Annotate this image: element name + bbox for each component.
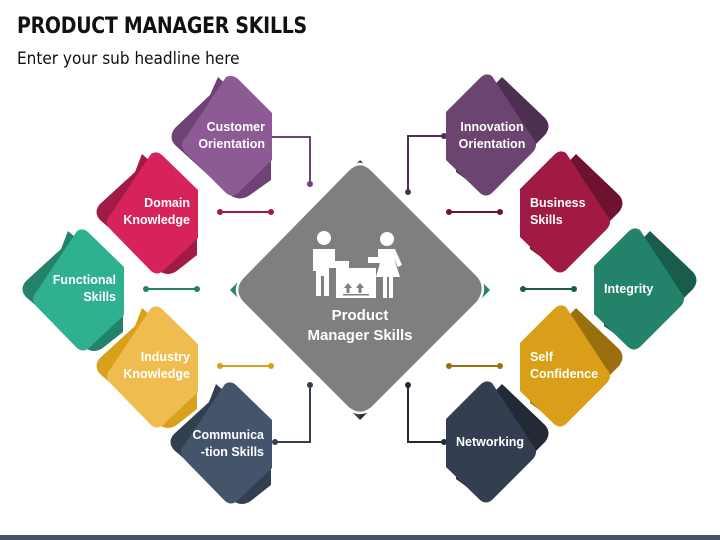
label-line1: Customer bbox=[206, 120, 265, 134]
skill-diamond-integrity[interactable] bbox=[594, 228, 697, 350]
label-line2: Orientation bbox=[458, 137, 526, 151]
label-line1: Innovation bbox=[460, 120, 524, 134]
label-functional-skills: Functional Skills bbox=[30, 272, 116, 306]
page-subtitle: Enter your sub headline here bbox=[17, 49, 240, 69]
skill-diamond-business-skills[interactable] bbox=[520, 151, 623, 273]
label-line2: Orientation bbox=[198, 137, 265, 151]
label-line1: Integrity bbox=[604, 282, 654, 296]
skill-diamond-industry-knowledge[interactable] bbox=[96, 306, 199, 428]
label-line1: Networking bbox=[456, 435, 525, 449]
label-line2: Knowledge bbox=[123, 367, 190, 381]
label-line2: -tion Skills bbox=[200, 445, 264, 459]
label-line1: Self bbox=[530, 350, 553, 364]
label-line2: Confidence bbox=[530, 367, 599, 381]
center-label-line1: Product bbox=[331, 307, 389, 324]
center-label-line2: Manager Skills bbox=[307, 327, 413, 344]
label-line2: Skills bbox=[83, 290, 116, 304]
label-line2: Skills bbox=[530, 213, 563, 227]
business-people-with-box-icon bbox=[313, 231, 402, 298]
label-line1: Functional bbox=[52, 273, 116, 287]
label-line1: Communica bbox=[192, 428, 264, 442]
center-label: Product Manager Skills bbox=[280, 306, 440, 346]
skill-diamond-customer-orientation[interactable] bbox=[171, 75, 273, 199]
footer-bar bbox=[0, 535, 720, 540]
skill-diamond-domain-knowledge[interactable] bbox=[96, 152, 199, 274]
label-industry-knowledge: Industry Knowledge bbox=[106, 349, 190, 383]
skill-diamond-innovation-orientation[interactable] bbox=[446, 74, 549, 196]
label-line1: Business bbox=[530, 196, 586, 210]
label-domain-knowledge: Domain Knowledge bbox=[106, 195, 190, 229]
label-communication-skills: Communica -tion Skills bbox=[180, 427, 264, 461]
skill-diamond-communication-skills[interactable] bbox=[170, 382, 273, 504]
skill-diamond-functional-skills[interactable] bbox=[22, 229, 125, 351]
label-networking: Networking bbox=[456, 434, 540, 451]
label-self-confidence: Self Confidence bbox=[530, 349, 614, 383]
label-line1: Domain bbox=[144, 196, 190, 210]
label-line1: Industry bbox=[140, 350, 190, 364]
label-business-skills: Business Skills bbox=[530, 195, 614, 229]
label-customer-orientation: Customer Orientation bbox=[180, 119, 265, 153]
label-integrity: Integrity bbox=[604, 281, 688, 298]
label-innovation-orientation: Innovation Orientation bbox=[450, 119, 534, 153]
skill-diamond-self-confidence[interactable] bbox=[520, 305, 623, 427]
page-title: PRODUCT MANAGER SKILLS bbox=[17, 14, 307, 39]
label-line2: Knowledge bbox=[123, 213, 190, 227]
skill-diamond-networking[interactable] bbox=[446, 381, 549, 503]
connectors bbox=[143, 133, 577, 445]
